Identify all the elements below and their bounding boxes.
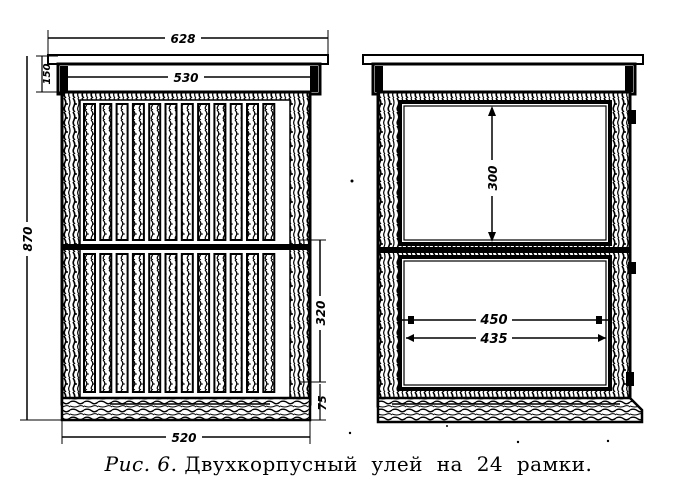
side-body-divider [378, 247, 630, 253]
frame-slat [262, 253, 276, 393]
side-view: 300 450 435 [362, 54, 644, 424]
frame-slat [83, 103, 96, 241]
figure-caption: Рис. 6. Двухкорпусный улей на 24 рамки. [0, 452, 697, 476]
dim-label-450: 450 [479, 313, 507, 328]
dim-435: 435 [406, 330, 606, 347]
dim-label-530: 530 [173, 71, 198, 85]
frame-slat [246, 103, 259, 241]
frame-slat [229, 253, 243, 393]
frame-slat [148, 103, 162, 241]
hive-drawing: 628 530 150 870 320 [20, 30, 644, 445]
dim-870: 870 [20, 56, 62, 421]
front-bottom-board [60, 396, 312, 422]
lower-frames [83, 253, 276, 393]
dim-530: 530 [68, 70, 310, 85]
frame-slat [197, 103, 211, 241]
frame-slat [180, 103, 194, 241]
dim-label-435: 435 [479, 332, 507, 347]
dim-628: 628 [47, 30, 329, 56]
dim-label-150: 150 [42, 64, 53, 85]
dim-label-520: 520 [171, 431, 196, 445]
dim-label-75: 75 [316, 395, 329, 411]
dim-450: 450 [402, 312, 608, 328]
front-body-divider [62, 244, 310, 250]
dim-label-870: 870 [21, 226, 35, 251]
dim-300: 300 [484, 106, 500, 242]
frame-slat [213, 253, 227, 393]
frame-slat [99, 103, 113, 241]
frame-slat [180, 253, 194, 393]
print-specks [348, 179, 610, 444]
dim-label-320: 320 [314, 300, 328, 325]
frame-slat [262, 103, 276, 241]
frame-slat [115, 103, 129, 241]
dim-320: 320 [300, 239, 328, 383]
dim-75: 75 [300, 384, 329, 421]
dim-150: 150 [36, 55, 62, 93]
front-view: 628 530 150 870 320 [20, 30, 329, 445]
caption-number: 6. [157, 452, 178, 476]
frame-slat [164, 253, 178, 393]
frame-slat [99, 253, 113, 393]
frame-slat [164, 103, 178, 241]
frame-slat [213, 103, 227, 241]
frame-slat [229, 103, 243, 241]
side-bottom-board [376, 396, 644, 424]
caption-prefix: Рис. [104, 452, 151, 476]
frame-slat [246, 253, 259, 393]
dim-520: 520 [61, 420, 311, 445]
dim-label-628: 628 [170, 32, 195, 46]
frame-slat [83, 253, 96, 393]
dim-label-300: 300 [486, 165, 500, 190]
frame-slat [131, 103, 145, 241]
side-roof-lid [371, 62, 637, 96]
side-latch-upper [628, 110, 636, 124]
caption-text: Двухкорпусный улей на 24 рамки. [184, 452, 593, 476]
frame-slat [115, 253, 129, 393]
frame-slat [197, 253, 211, 393]
frame-slat [131, 253, 145, 393]
side-latch-lower [628, 262, 636, 274]
side-latch-bottom [626, 372, 634, 386]
frame-slat [148, 253, 162, 393]
upper-frames [83, 103, 276, 241]
